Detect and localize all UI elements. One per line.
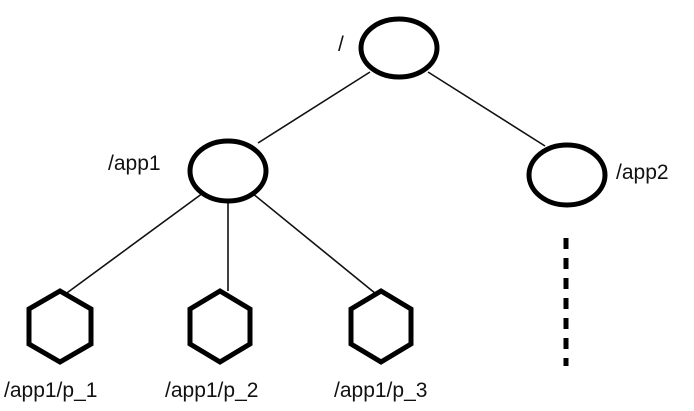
root-label: / [338, 33, 344, 56]
app1-label: /app1 [108, 152, 161, 175]
edge-root-app1 [257, 71, 371, 144]
p3-hexagon [348, 288, 414, 365]
edge-app1-p3 [251, 192, 382, 299]
p2-hexagon [187, 288, 253, 365]
p1-label: /app1/p_1 [4, 379, 97, 402]
app1-node [187, 138, 269, 204]
root-node [358, 16, 440, 80]
app2-node [526, 142, 608, 208]
edge-root-app2 [427, 71, 546, 147]
p3-label: /app1/p_3 [334, 379, 427, 402]
p1-hexagon [26, 288, 94, 365]
edge-app1-p1 [59, 192, 204, 299]
p2-label: /app1/p_2 [165, 379, 258, 402]
app2-label: /app2 [616, 161, 669, 184]
